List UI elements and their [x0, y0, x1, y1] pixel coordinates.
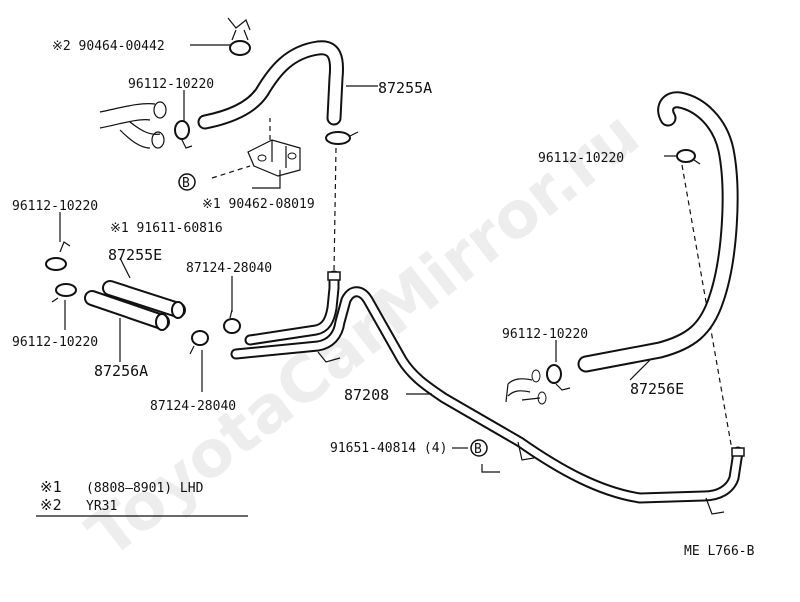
clamp-96112-icon-c[interactable] [51, 283, 77, 303]
clamp-87255A-icon[interactable] [325, 131, 359, 145]
label-91651: 91651-40814 (4) [330, 441, 447, 456]
label-96112-a: 96112-10220 [128, 77, 214, 92]
ref-b-circle-lower: B [470, 439, 488, 457]
label-87124-a: 87124-28040 [186, 261, 272, 276]
bracket-90462[interactable] [247, 139, 301, 177]
note-1-mark: ※1 [40, 478, 62, 496]
ref-b-text-lower: B [474, 442, 482, 457]
notes-legend: ※1 (8808–8901) LHD ※2 YR31 [36, 478, 248, 517]
clamp-96112-icon-b[interactable] [45, 241, 71, 271]
clamp-87124-icon-b[interactable] [189, 330, 209, 355]
hose-87256E[interactable] [577, 91, 739, 373]
heater-pipe-ends-right [505, 369, 547, 405]
hose-87255A[interactable] [197, 40, 344, 130]
label-96112-e: 96112-10220 [502, 327, 588, 342]
label-87256A: 87256A [94, 362, 148, 380]
label-96112-d: 96112-10220 [538, 151, 624, 166]
clamp-96112-icon-a[interactable] [174, 120, 193, 149]
label-96112-c: 96112-10220 [12, 335, 98, 350]
pipe-87208[interactable] [230, 270, 745, 515]
label-91611: ※1 91611-60816 [110, 221, 223, 236]
clamp-96112-icon-e[interactable] [546, 364, 571, 391]
heater-hose-ends [99, 101, 167, 149]
clip-90464-icon[interactable] [227, 17, 251, 56]
hose-87256A[interactable] [84, 290, 170, 331]
label-87208: 87208 [344, 386, 389, 404]
ref-b-text: B [182, 176, 190, 191]
label-87255E: 87255E [108, 246, 162, 264]
label-87256E: 87256E [630, 380, 684, 398]
note-1-text: (8808–8901) LHD [86, 481, 204, 496]
clamp-87124-icon-a[interactable] [223, 309, 241, 334]
clamp-96112-icon-d[interactable] [676, 149, 701, 165]
label-87124-b: 87124-28040 [150, 399, 236, 414]
note-2-text: YR31 [86, 499, 117, 514]
label-90462: ※1 90462-08019 [202, 197, 315, 212]
diagram-code: ME L766-B [684, 544, 755, 559]
label-90464: ※2 90464-00442 [52, 39, 165, 54]
label-96112-b: 96112-10220 [12, 199, 98, 214]
ref-b-circle-upper: B [178, 173, 196, 191]
note-2-mark: ※2 [40, 496, 62, 514]
label-87255A: 87255A [378, 79, 432, 97]
hose-87255E[interactable] [102, 280, 186, 319]
